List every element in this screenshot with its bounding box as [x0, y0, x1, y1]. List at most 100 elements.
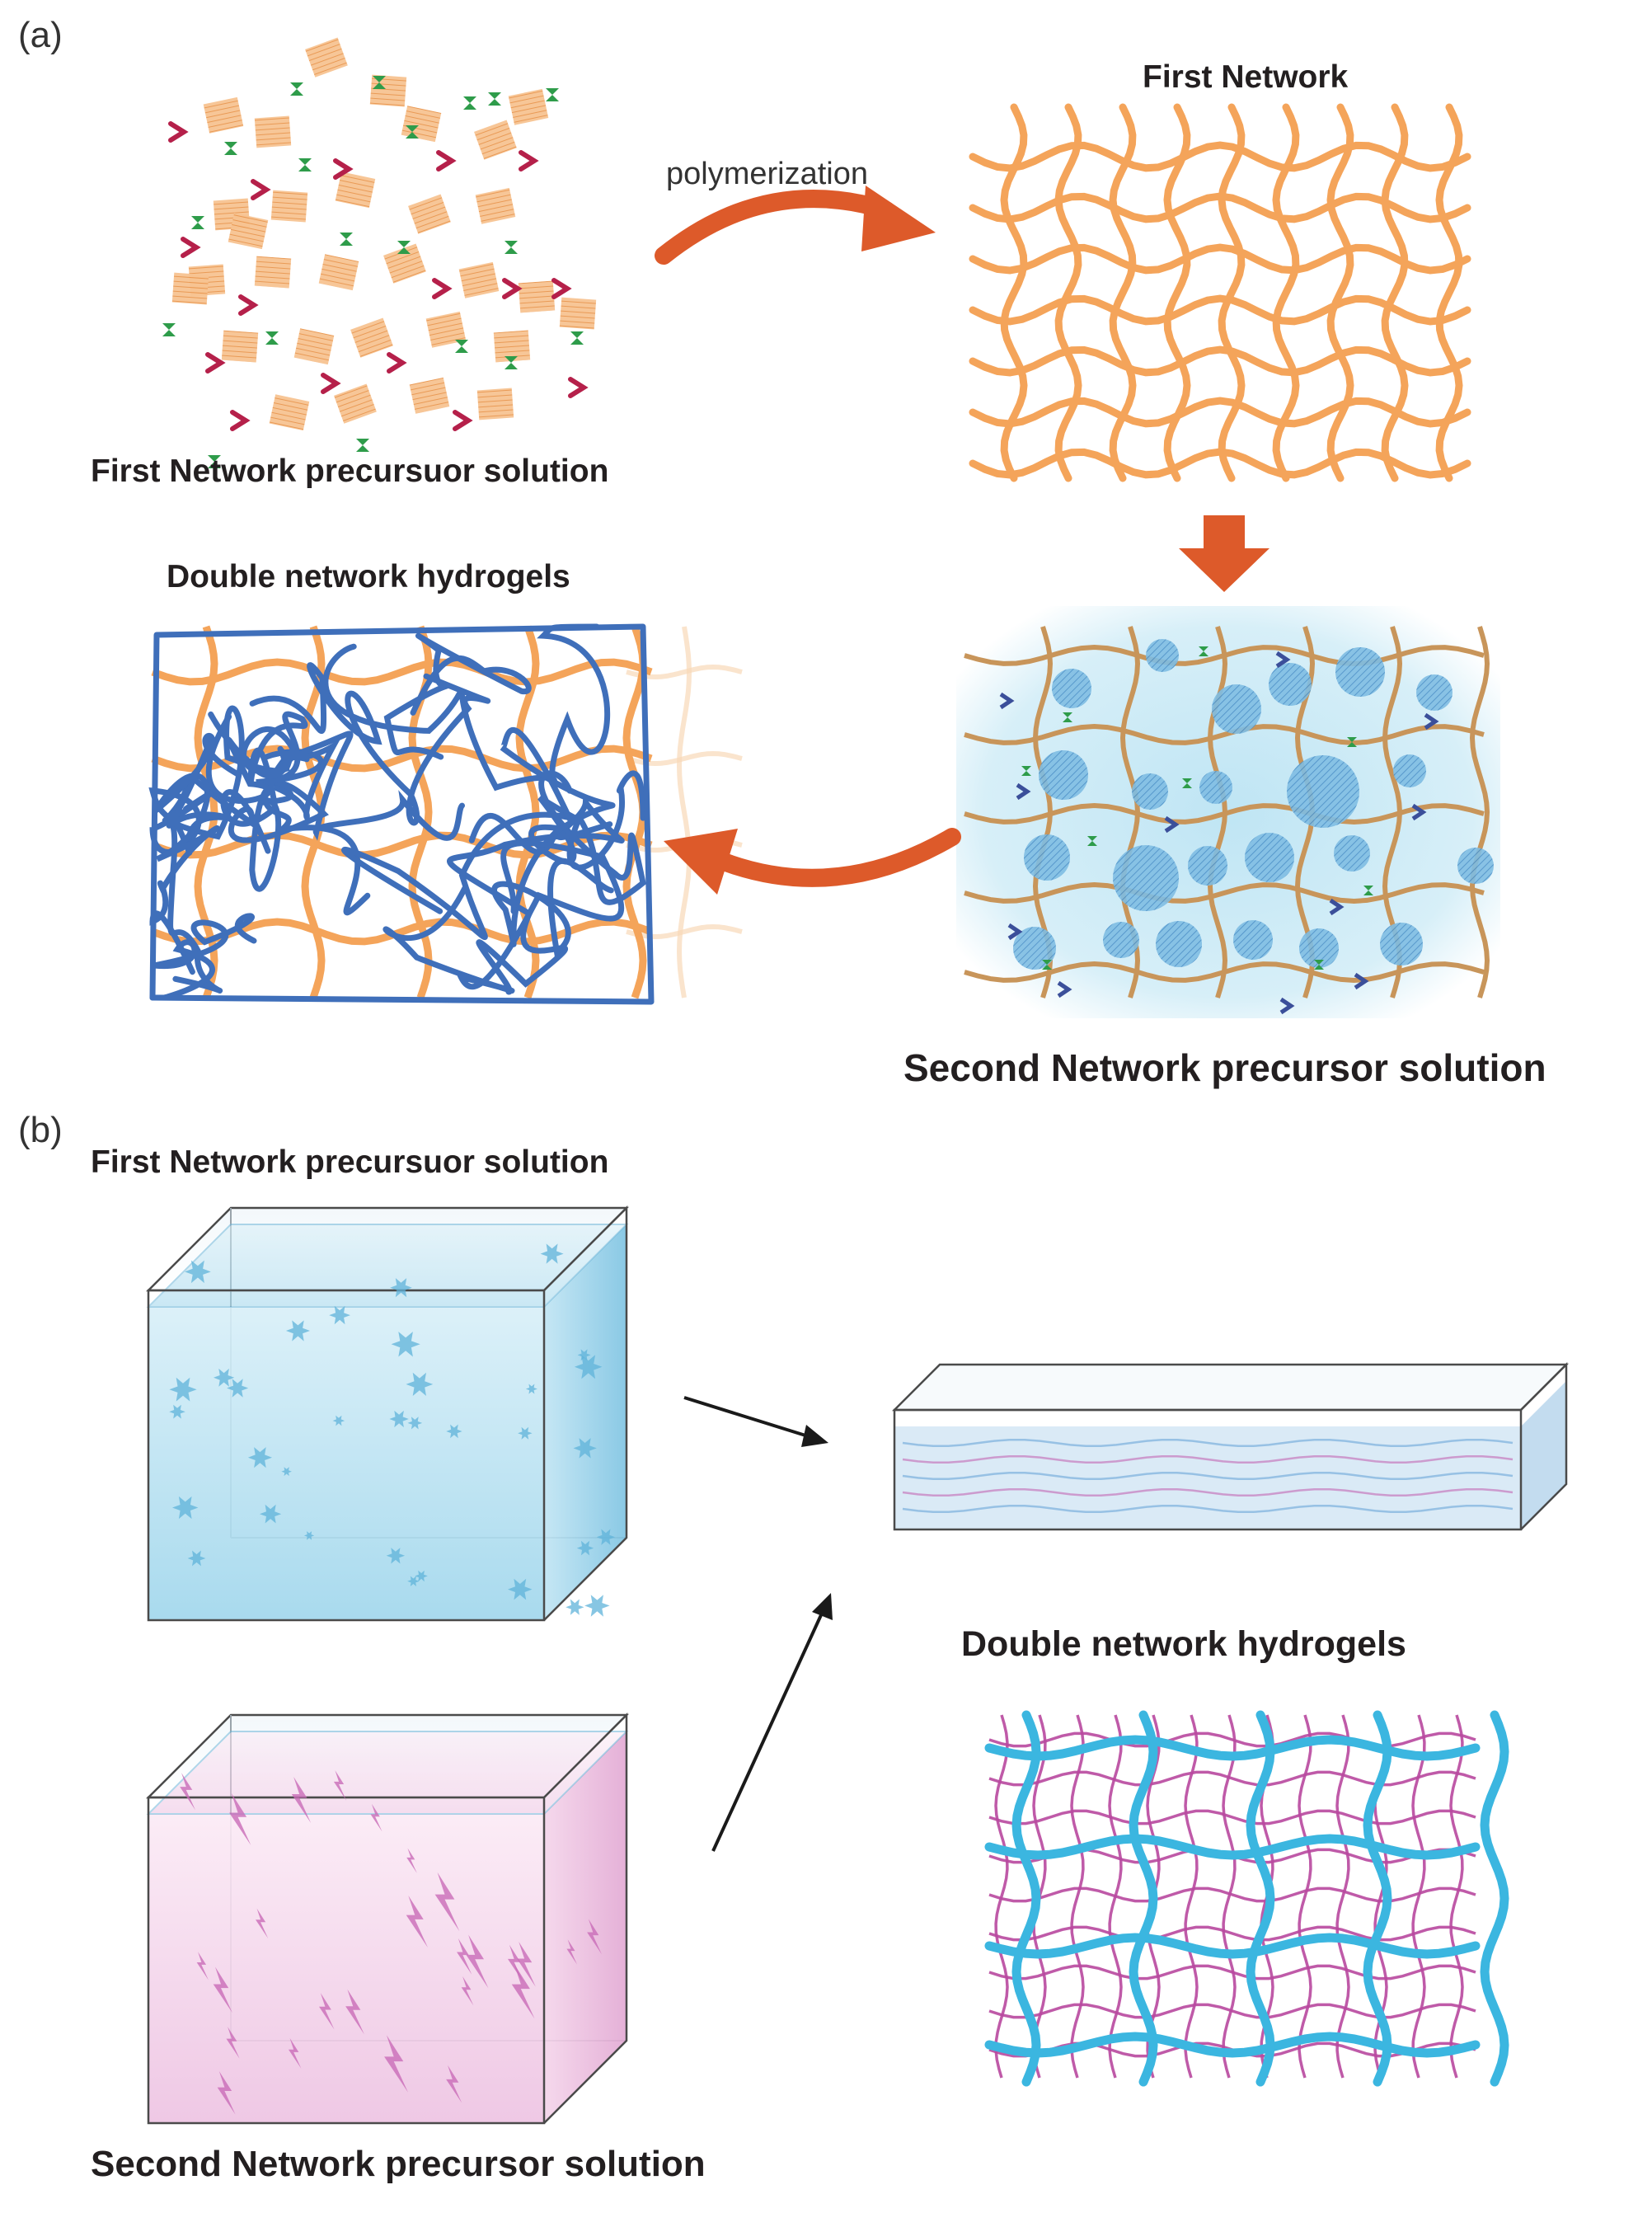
initiator-mark	[321, 373, 341, 394]
crosslinker-mark	[373, 76, 386, 89]
crosslinker-mark	[340, 233, 353, 246]
second-precursor-container	[145, 1712, 630, 2125]
slab-strand	[902, 1471, 1514, 1481]
monomer-star	[332, 1415, 345, 1426]
monomer-bolt	[587, 1919, 602, 1955]
monomer-droplet	[1039, 750, 1088, 800]
initiator-mark	[333, 158, 354, 180]
monomer-patch	[508, 88, 549, 125]
first-network-strand	[1363, 1710, 1392, 2087]
monomer-star	[407, 1417, 423, 1430]
monomer-star	[169, 1377, 197, 1402]
crosslinker-mark	[1363, 886, 1373, 895]
monomer-droplet	[1457, 848, 1494, 884]
first-network-strand	[984, 1933, 1481, 1959]
second-network-strand	[538, 770, 646, 905]
monomer-droplet	[1052, 669, 1091, 708]
second-network-strand	[1298, 1714, 1312, 2079]
down-arrow	[1179, 515, 1270, 592]
monomer-star	[187, 1550, 206, 1567]
monomer-patch	[335, 171, 376, 209]
monomer-star	[577, 1349, 591, 1361]
initiator-mark	[436, 150, 457, 171]
first-network-strand	[1207, 626, 1228, 998]
monomer-patch	[269, 394, 310, 431]
monomer-star	[169, 1404, 185, 1419]
monomer-star	[247, 1447, 272, 1468]
initiator-mark	[999, 692, 1015, 710]
initiator-mark	[1057, 980, 1072, 998]
initiator-mark	[502, 278, 523, 299]
first-precursor-label-b: First Network precursuor solution	[91, 1144, 609, 1180]
monomer-patch	[203, 96, 244, 134]
monomer-patch	[228, 213, 269, 250]
initiator-mark	[568, 377, 589, 398]
slab-top	[891, 1363, 1570, 1412]
crosslinker-mark	[356, 439, 369, 452]
monomer-star	[573, 1438, 597, 1459]
monomer-star	[172, 1496, 199, 1520]
monomer-droplet	[1269, 663, 1312, 706]
monomer-bolt	[511, 1963, 535, 2019]
initiator-mark	[453, 410, 473, 431]
second-network-strand	[1449, 1714, 1464, 2079]
initiator-mark	[1279, 997, 1295, 1015]
second-network-strand	[988, 1925, 1476, 1942]
initiator-mark	[1016, 782, 1031, 801]
first-network-strand	[1246, 1710, 1275, 2087]
second-network-strand	[262, 731, 465, 916]
second-network-strand	[1222, 1714, 1237, 2079]
second-network-outline	[149, 623, 655, 1005]
first-network-strand	[969, 243, 1471, 275]
monomer-patch	[254, 256, 292, 289]
first-precursor-label-a: First Network precursuor solution	[91, 453, 609, 489]
crosslinker-mark	[191, 216, 204, 229]
blue-cube-liquid-side	[544, 1224, 627, 1620]
monomer-bolt	[370, 1803, 382, 1832]
second-precursor-label-b: Second Network precursor solution	[91, 2144, 706, 2184]
monomer-star	[584, 1595, 610, 1617]
monomer-patch	[474, 120, 517, 160]
pink-cube-liquid-side	[544, 1731, 627, 2123]
slab-strand	[902, 1487, 1514, 1497]
crosslinker-mark	[505, 356, 518, 369]
monomer-star	[389, 1410, 409, 1428]
initiator-mark	[230, 410, 251, 431]
second-network-strand	[988, 1770, 1476, 1787]
monomer-droplet	[1335, 647, 1385, 697]
first-network-strand	[515, 625, 540, 999]
first-network-strand	[969, 345, 1471, 377]
first-network-strand	[1054, 103, 1082, 482]
process-arrows-a	[655, 186, 1270, 895]
monomer-star	[508, 1578, 533, 1600]
initiator-mark	[1164, 815, 1180, 834]
second-network-strand	[249, 662, 491, 826]
monomer-droplet	[1233, 920, 1273, 960]
monomer-star	[285, 1320, 310, 1341]
second-network-strand	[988, 1809, 1476, 1825]
monomer-bolt	[319, 1993, 335, 2030]
monomer-patch	[350, 317, 393, 358]
first-network-strand	[964, 881, 1485, 904]
slab-liquid-side	[1521, 1381, 1566, 1529]
monomer-patch	[293, 328, 335, 365]
monomer-star	[446, 1424, 462, 1439]
panel-b-label: (b)	[18, 1110, 63, 1150]
first-network-strand	[1109, 103, 1137, 482]
monomer-patch	[476, 388, 514, 421]
monomer-star	[391, 1332, 420, 1357]
first-network-strand	[1480, 1710, 1509, 2087]
monomer-droplet	[1199, 771, 1232, 804]
pink-cube-front	[147, 1796, 546, 2125]
monomer-patch	[383, 243, 426, 284]
monomer-star	[281, 1467, 292, 1477]
monomer-star	[525, 1384, 537, 1394]
monomer-star	[415, 1570, 428, 1582]
first-network-strand	[151, 658, 653, 686]
monomer-patch	[305, 37, 348, 78]
second-network-strand	[1108, 1714, 1123, 2079]
monomer-star	[260, 1504, 282, 1524]
initiator-mark	[168, 121, 189, 143]
first-network-strand	[1469, 626, 1490, 998]
monomer-droplet	[1013, 927, 1056, 970]
